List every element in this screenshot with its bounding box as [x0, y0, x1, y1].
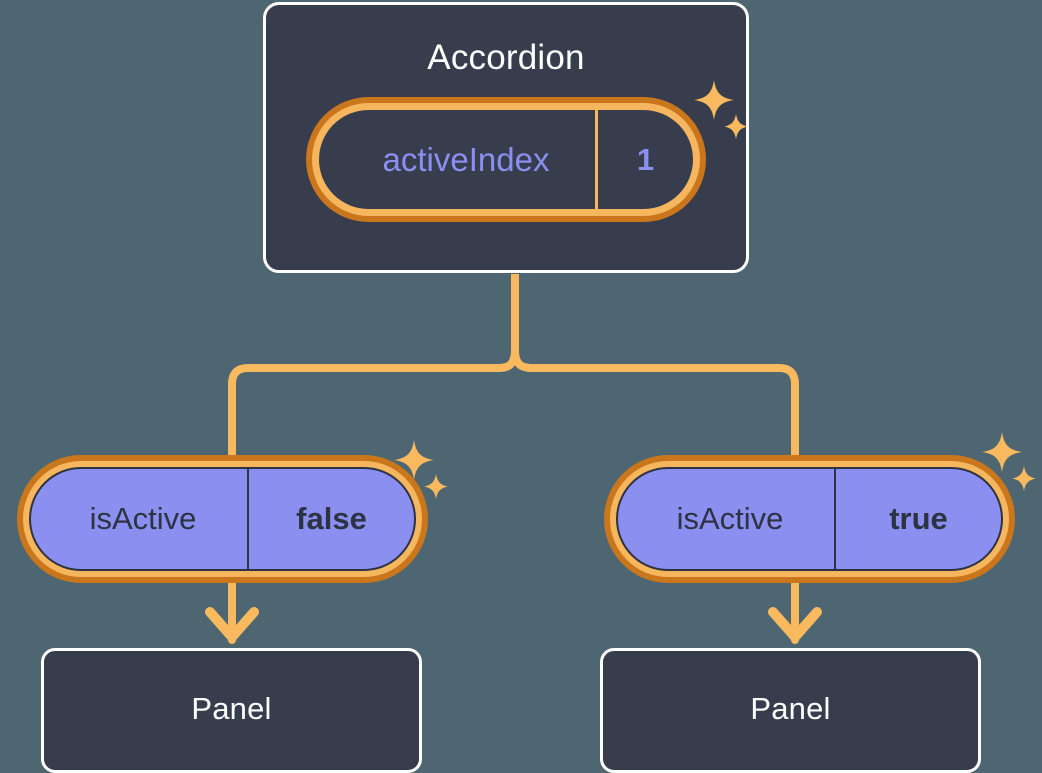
arrow-down-icon-right	[768, 607, 822, 642]
state-key-label: isActive	[31, 469, 249, 569]
component-card-panel-right[interactable]: Panel	[600, 648, 981, 773]
state-key-label: activeIndex	[319, 110, 598, 209]
connector-branch-right	[511, 346, 799, 644]
state-pill-body: activeIndex 1	[319, 110, 693, 209]
state-key-label: isActive	[618, 469, 836, 569]
state-pill-ring: activeIndex 1	[312, 103, 700, 216]
state-pill-body: isActive false	[29, 467, 416, 571]
state-pill-isactive-true[interactable]: isActive true	[604, 455, 1015, 583]
component-title-panel-right: Panel	[750, 691, 831, 726]
connector-branch-left	[228, 346, 519, 644]
state-pill-ring: isActive false	[23, 461, 422, 577]
state-value-label: false	[296, 501, 367, 536]
state-pill-body: isActive true	[616, 467, 1003, 571]
state-value-label: true	[889, 501, 948, 536]
state-value-label: 1	[636, 141, 655, 177]
component-title-panel-left: Panel	[191, 691, 272, 726]
state-pill-ring: isActive true	[610, 461, 1009, 577]
state-pill-active-index[interactable]: activeIndex 1	[306, 97, 706, 222]
component-card-panel-left[interactable]: Panel	[41, 648, 422, 773]
arrow-down-icon-left	[205, 607, 259, 642]
component-title-accordion: Accordion	[427, 38, 585, 77]
state-pill-isactive-false[interactable]: isActive false	[17, 455, 428, 583]
